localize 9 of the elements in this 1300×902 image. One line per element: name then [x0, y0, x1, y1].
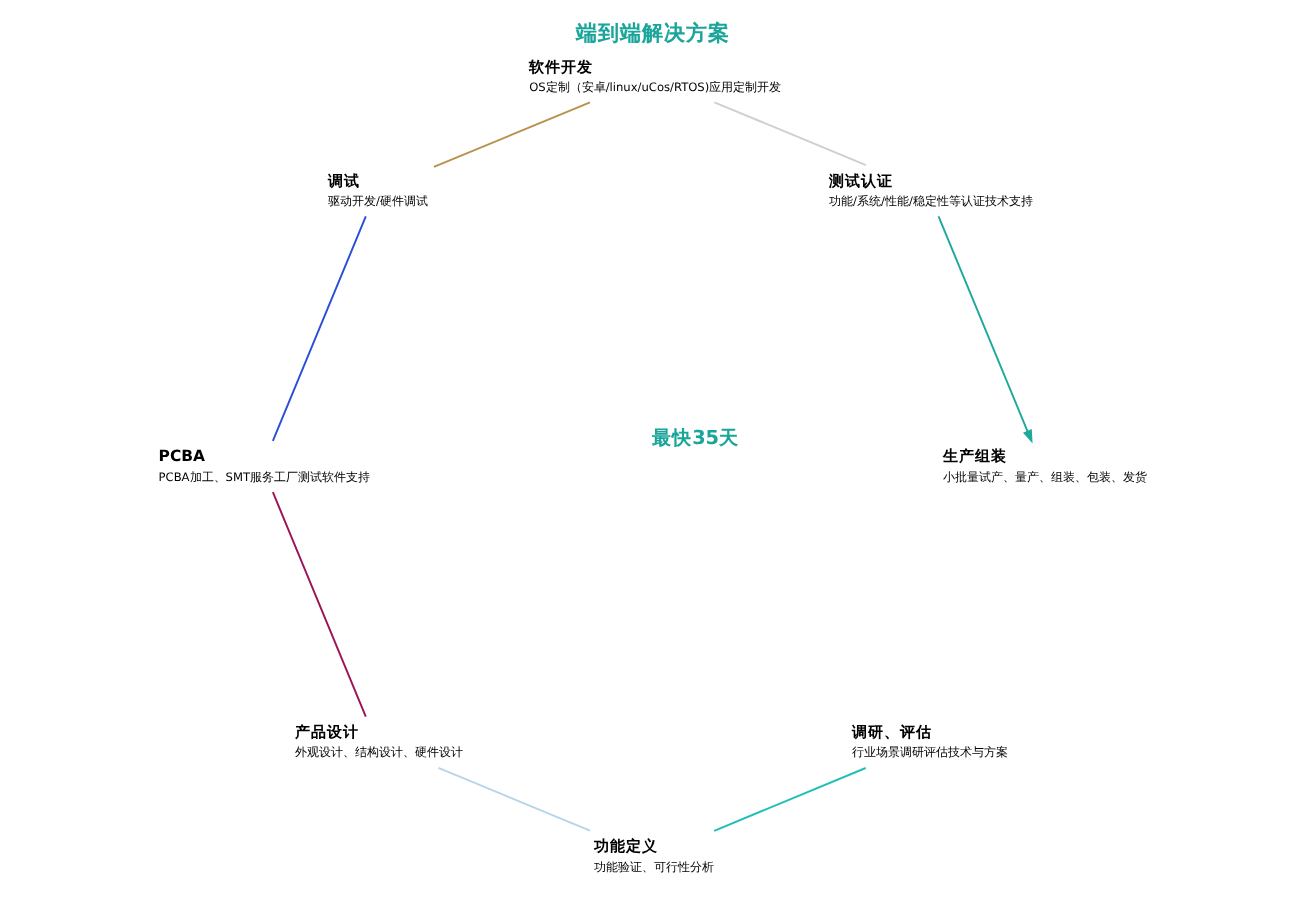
connector — [432, 101, 591, 168]
label: 最快35天 — [652, 428, 740, 451]
diagram-title: 端到端解决方案 — [575, 19, 730, 46]
connector — [713, 101, 867, 167]
connector — [713, 767, 867, 832]
connector — [437, 766, 591, 832]
arrow — [937, 215, 1033, 444]
connector — [271, 215, 367, 442]
connector — [271, 491, 367, 718]
